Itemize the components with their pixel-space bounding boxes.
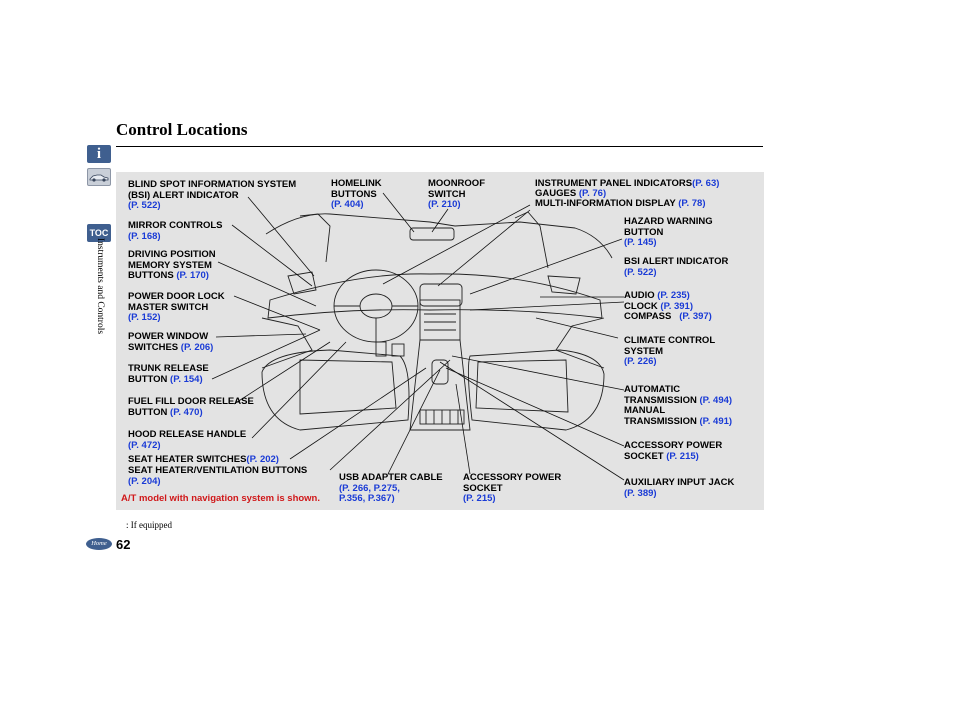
page-ref-link[interactable]: (P. 470) [170,407,203,418]
callout-homelink: HOMELINK BUTTONS (P. 404) [331,179,382,211]
page-ref-link[interactable]: (P. 152) [128,312,161,323]
page-ref-link[interactable]: (P. 168) [128,231,161,242]
callout-accessory-power-front: ACCESSORY POWER SOCKET (P. 215) [624,441,722,462]
page-ref-link[interactable]: (P. 522) [128,200,161,211]
page-ref-link[interactable]: (P. 204) [128,476,161,487]
callout-multi-information-display: MULTI-INFORMATION DISPLAY (P. 78) [535,199,706,210]
callout-accessory-power-console: ACCESSORY POWER SOCKET (P. 215) [463,473,561,505]
callout-audio: AUDIO (P. 235) [624,291,690,302]
page-ref-link[interactable]: (P. 206) [181,342,214,353]
callout-trunk-release: TRUNK RELEASE BUTTON (P. 154) [128,364,209,385]
page-ref-link[interactable]: (P. 404) [331,199,364,210]
page-ref-link[interactable]: (P. 63) [692,178,719,189]
page-ref-link[interactable]: (P. 522) [624,267,657,278]
callout-hood-release: HOOD RELEASE HANDLE (P. 472) [128,430,246,451]
callout-seat-ventilation: SEAT HEATER/VENTILATION BUTTONS (P. 204) [128,466,307,487]
page-ref-link[interactable]: (P. 235) [657,290,690,301]
page-ref-link[interactable]: (P. 215) [666,451,699,462]
page-ref-link[interactable]: (P. 202) [246,454,279,465]
page-ref-link[interactable]: (P. 78) [678,198,705,209]
callout-seat-heater: SEAT HEATER SWITCHES(P. 202) [128,455,279,466]
callout-bsi: BLIND SPOT INFORMATION SYSTEM (BSI) ALER… [128,180,296,212]
page-ref-link[interactable]: (P. 215) [463,493,496,504]
page-ref-link[interactable]: (P. 494) [699,395,732,406]
callout-fuel-fill: FUEL FILL DOOR RELEASE BUTTON (P. 470) [128,397,254,418]
page-ref-link[interactable]: (P. 266, P.275, P.356, P.367) [339,483,400,505]
page-ref-link[interactable]: (P. 210) [428,199,461,210]
callout-usb-adapter: USB ADAPTER CABLE (P. 266, P.275, P.356,… [339,473,443,505]
page-ref-link[interactable]: (P. 472) [128,440,161,451]
page-ref-link[interactable]: (P. 397) [679,311,712,322]
callout-mirror-controls: MIRROR CONTROLS (P. 168) [128,221,222,242]
figure-note: A/T model with navigation system is show… [121,494,320,505]
callout-door-lock: POWER DOOR LOCK MASTER SWITCH (P. 152) [128,292,225,324]
home-button[interactable]: Home [86,538,112,550]
callout-manual-transmission: MANUAL TRANSMISSION (P. 491) [624,406,732,427]
page-ref-link[interactable]: (P. 226) [624,356,657,367]
page-ref-link[interactable]: (P. 145) [624,237,657,248]
callout-hazard-warning: HAZARD WARNING BUTTON (P. 145) [624,217,713,249]
callout-compass: COMPASS (P. 397) [624,312,712,323]
callout-automatic-transmission: AUTOMATIC TRANSMISSION (P. 494) [624,385,732,406]
callout-power-window: POWER WINDOW SWITCHES (P. 206) [128,332,213,353]
page-ref-link[interactable]: (P. 389) [624,488,657,499]
callout-auxiliary-input: AUXILIARY INPUT JACK (P. 389) [624,478,734,499]
callout-moonroof: MOONROOF SWITCH (P. 210) [428,179,485,211]
callout-driving-position: DRIVING POSITION MEMORY SYSTEM BUTTONS (… [128,250,216,282]
page-number: 62 [116,537,130,552]
footnote: : If equipped [126,520,172,530]
page-ref-link[interactable]: (P. 491) [699,416,732,427]
page-ref-link[interactable]: (P. 154) [170,374,203,385]
page-ref-link[interactable]: (P. 170) [176,270,209,281]
callout-climate-control: CLIMATE CONTROL SYSTEM (P. 226) [624,336,715,368]
callout-bsi-alert: BSI ALERT INDICATOR (P. 522) [624,257,728,278]
